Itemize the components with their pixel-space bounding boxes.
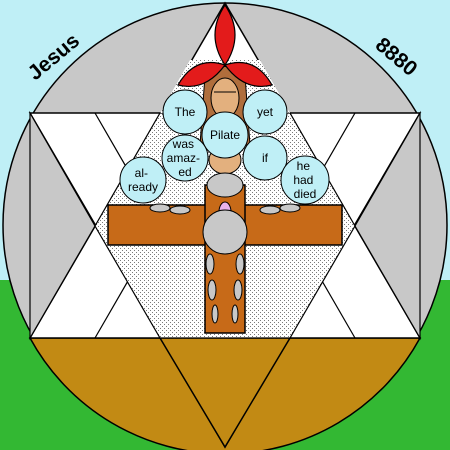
word-circle-already xyxy=(119,156,167,204)
figure-lower-circle xyxy=(202,209,248,255)
star-gray-panel xyxy=(29,110,96,341)
word-was-amazed: was amaz- ed xyxy=(167,137,204,179)
word-the: The xyxy=(175,105,196,119)
word-he-had-died: he had died xyxy=(293,159,316,201)
word-yet: yet xyxy=(257,105,274,119)
word-circle-if xyxy=(242,135,288,181)
word-circle-the xyxy=(162,89,208,135)
word-pilate: Pilate xyxy=(210,128,240,142)
word-circle-was-amazed xyxy=(161,134,209,182)
word-circle-pilate xyxy=(201,111,249,159)
leaf-chain xyxy=(149,203,301,324)
left-red-flame xyxy=(177,61,226,87)
word-already: al- ready xyxy=(128,166,158,194)
word-if: if xyxy=(262,151,269,165)
word-circle-he-had-died xyxy=(280,155,330,205)
figure-body-segment xyxy=(206,172,244,198)
word-circle-yet xyxy=(242,89,288,135)
right-red-flame xyxy=(224,61,273,87)
star-gray-panel xyxy=(354,110,421,341)
